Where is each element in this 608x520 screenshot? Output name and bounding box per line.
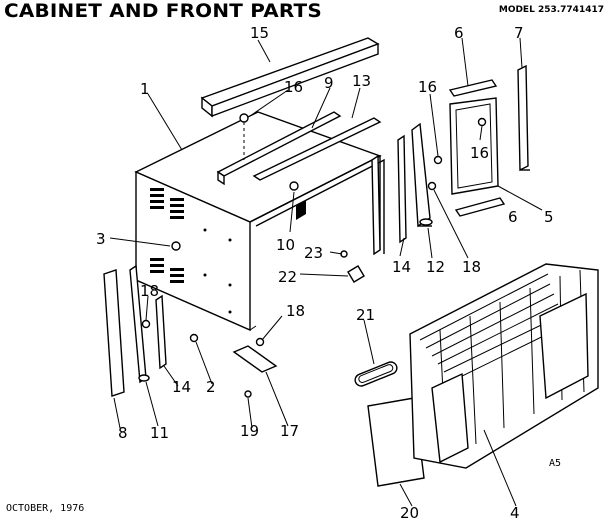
callout-14-right: 14 <box>392 258 411 276</box>
bracket-12 <box>411 122 433 228</box>
callout-16-top: 16 <box>284 78 303 96</box>
callout-1: 1 <box>140 80 150 98</box>
callout-18-left: 18 <box>140 282 159 300</box>
callout-2: 2 <box>206 378 216 396</box>
sheet-code: A5 <box>549 458 562 469</box>
callout-21: 21 <box>356 306 375 324</box>
callout-labels: 15 1 16 9 13 16 6 7 16 6 5 3 10 23 22 14… <box>96 24 554 520</box>
callout-7: 7 <box>514 24 524 42</box>
callout-10: 10 <box>276 236 295 254</box>
top-bracket-part <box>216 111 342 186</box>
callout-16-mid: 16 <box>418 78 437 96</box>
bottom-strip-6 <box>454 197 506 217</box>
callout-8: 8 <box>118 424 128 442</box>
top-rail-part <box>200 37 380 118</box>
side-rail-11 <box>129 264 150 384</box>
side-panel-8 <box>103 269 125 397</box>
side-rail-14-left <box>155 294 167 370</box>
callout-14-left: 14 <box>172 378 191 396</box>
callout-3: 3 <box>96 230 106 248</box>
top-strip-6 <box>448 79 498 97</box>
top-strip-part <box>252 117 382 181</box>
callout-9: 9 <box>324 74 334 92</box>
callout-12: 12 <box>426 258 445 276</box>
callout-16-panel: 16 <box>470 144 489 162</box>
callout-4: 4 <box>510 504 520 520</box>
filter-20 <box>367 397 425 487</box>
side-rail-right <box>371 134 407 256</box>
publication-date: OCTOBER, 1976 <box>6 503 85 514</box>
callout-6-top: 6 <box>454 24 464 42</box>
clip-22 <box>347 265 365 283</box>
callout-6-bottom: 6 <box>508 208 518 226</box>
callout-11: 11 <box>150 424 169 442</box>
cabinet-part <box>134 111 385 332</box>
bracket-17 <box>232 345 278 373</box>
callout-19: 19 <box>240 422 259 440</box>
side-bracket-7 <box>517 64 530 172</box>
callout-23: 23 <box>304 244 323 262</box>
seal-ring-21 <box>354 361 398 387</box>
callout-13: 13 <box>352 72 371 90</box>
callout-15: 15 <box>250 24 269 42</box>
callout-5: 5 <box>544 208 554 226</box>
page-title: CABINET AND FRONT PARTS <box>4 0 322 22</box>
callout-22: 22 <box>278 268 297 286</box>
callout-20: 20 <box>400 504 419 520</box>
front-grille-4 <box>409 263 599 469</box>
callout-17: 17 <box>280 422 299 440</box>
model-number: MODEL 253.7741417 <box>498 5 604 15</box>
leader-lines <box>109 37 543 507</box>
callout-18-right: 18 <box>462 258 481 276</box>
callout-18-mid: 18 <box>286 302 305 320</box>
